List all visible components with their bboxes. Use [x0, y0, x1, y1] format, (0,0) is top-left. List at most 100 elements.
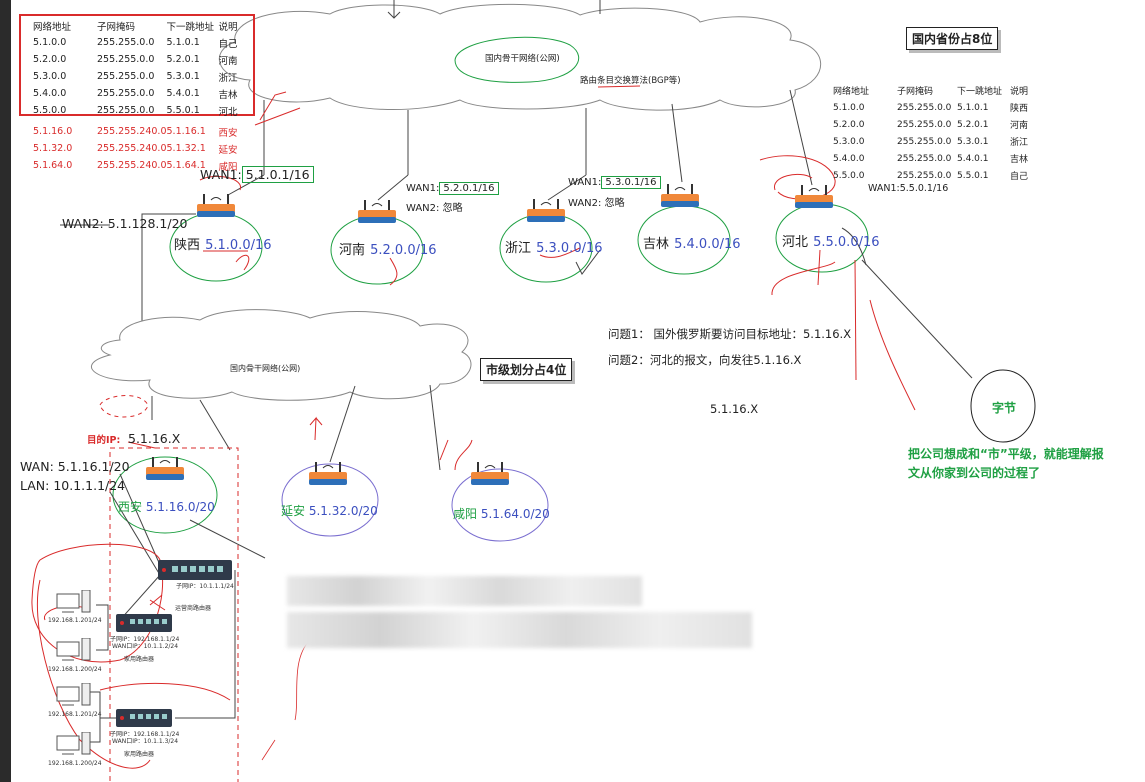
table-cell: 延安: [218, 144, 238, 156]
blurred-region-1: [287, 576, 642, 606]
router-icon: [358, 200, 396, 223]
router-jilin[interactable]: [660, 182, 700, 210]
wan1-label: WAN1:: [568, 177, 602, 188]
city-xian: 西安 5.1.16.0/20: [118, 498, 215, 515]
computer-icon: [56, 637, 91, 661]
province-shaanxi: 陕西 5.1.0.0/16: [174, 234, 272, 253]
column-header: 说明: [1010, 87, 1029, 97]
table-cell: 255.255.0.0: [897, 102, 952, 113]
province-jilin: 吉林 5.4.0.0/16: [643, 233, 741, 252]
table-cell: 5.2.0.1: [166, 54, 200, 65]
table-cell: 5.2.0.0: [33, 54, 67, 65]
router-icon: [197, 194, 235, 217]
table-row: 5.1.32.0 255.255.240.0 5.1.32.1 延安: [33, 141, 238, 158]
province-name: 浙江: [505, 241, 532, 256]
city-net: 5.1.32.0/20: [308, 504, 378, 518]
table-row: 5.1.64.0 255.255.240.0 5.1.64.1 咸阳: [33, 158, 238, 175]
column-header: 子网掩码: [897, 87, 934, 97]
table-cell: 5.5.0.1: [957, 170, 989, 181]
wan1-label: WAN1:: [406, 183, 440, 194]
city-name: 延安: [281, 504, 306, 518]
table-cell: 5.1.0.0: [833, 102, 865, 113]
hebei-wan1: WAN1:5.5.0.1/16: [868, 183, 949, 194]
city-title: 市级划分占4位: [480, 358, 573, 381]
table-cell: 浙江: [218, 72, 238, 84]
pc-3[interactable]: [56, 682, 92, 713]
home-router-2[interactable]: [116, 709, 172, 727]
table-cell: 5.3.0.1: [957, 136, 989, 147]
table-cell: 255.255.0.0: [97, 54, 155, 65]
table-cell: 255.255.0.0: [897, 136, 952, 147]
table-header-row: 网络地址 子网掩码 下一跳地址 说明: [33, 18, 238, 35]
table-row: 5.3.0.0 255.255.0.0 5.3.0.1 浙江: [833, 134, 1028, 151]
top-cloud: [218, 3, 822, 111]
table-cell: 自己: [1010, 172, 1029, 182]
router-zhejiang[interactable]: [526, 197, 566, 225]
table-cell: 5.1.16.1: [166, 126, 206, 137]
table-cell: 255.255.0.0: [897, 153, 952, 164]
city-cloud: [90, 309, 472, 401]
router-yanan[interactable]: [308, 460, 348, 488]
computer-icon: [56, 731, 91, 755]
table-cell: 河南: [218, 55, 238, 67]
column-header: 下一跳地址: [166, 21, 215, 33]
pc-1-ip: 192.168.1.201/24: [48, 617, 102, 624]
routing-table-right: 网络地址 子网掩码 下一跳地址 说明 5.1.0.0 255.255.0.0 5…: [833, 83, 1028, 185]
pc-1[interactable]: [56, 589, 92, 620]
top-cloud-label: 国内骨干网络(公网): [485, 54, 560, 64]
xian-wan: WAN: 5.1.16.1/20: [20, 459, 130, 474]
table-cell: 5.1.64.1: [166, 160, 206, 171]
table-header-row: 网络地址 子网掩码 下一跳地址 说明: [833, 83, 1028, 100]
table-cell: 5.3.0.1: [166, 71, 200, 82]
wan1-label: WAN1:: [200, 167, 242, 182]
pc-4[interactable]: [56, 731, 92, 762]
column-header: 网络地址: [833, 87, 870, 97]
shaanxi-wan2: WAN2: 5.1.128.1/20: [62, 216, 188, 231]
table-cell: 咸阳: [218, 161, 238, 173]
table-cell: 5.1.64.0: [33, 160, 73, 171]
note-line-2: 文从你家到公司的过程了: [908, 466, 1041, 480]
question-1: 问题1： 国外俄罗斯要访问目标地址：5.1.16.X: [608, 327, 852, 341]
home-router-2-wan: WAN口IP：10.1.1.3/24: [112, 738, 179, 745]
switch-ports-icon: [162, 566, 223, 572]
table-cell: 吉林: [1010, 155, 1029, 165]
router-xian[interactable]: [145, 455, 185, 483]
core-switch[interactable]: [158, 560, 232, 580]
router-ports-icon: [120, 619, 167, 625]
city-yanan: 延安 5.1.32.0/20: [281, 502, 378, 519]
router-shaanxi[interactable]: [196, 192, 236, 220]
router-henan[interactable]: [357, 198, 397, 226]
home-router-1[interactable]: [116, 614, 172, 632]
router-icon: [309, 462, 347, 485]
xian-lan: LAN: 10.1.1.1/24: [20, 478, 126, 493]
table-cell: 5.4.0.0: [833, 153, 865, 164]
table-cell: 5.1.0.1: [166, 37, 200, 48]
table-cell: 吉林: [218, 89, 238, 101]
table-cell: 5.2.0.0: [833, 119, 865, 130]
table-cell: 255.255.0.0: [897, 119, 952, 130]
router-hebei[interactable]: [794, 183, 834, 211]
table-cell: 5.1.16.0: [33, 126, 73, 137]
wan1-ip-box: 5.3.0.1/16: [601, 176, 661, 189]
shaanxi-wan1: WAN1:5.1.0.1/16: [200, 166, 314, 183]
table-cell: 5.4.0.0: [33, 88, 67, 99]
province-hebei: 河北 5.5.0.0/16: [782, 231, 880, 250]
table-cell: 5.1.0.0: [33, 37, 67, 48]
city-net: 5.1.16.0/20: [145, 500, 215, 514]
city-net: 5.1.64.0/20: [480, 507, 550, 521]
computer-icon: [56, 589, 91, 613]
home-router-1-label: 家用路由器: [124, 656, 155, 663]
router-xianyang[interactable]: [470, 460, 510, 488]
table-cell: 5.5.0.0: [833, 170, 865, 181]
table-cell: 5.3.0.0: [833, 136, 865, 147]
province-zhejiang: 浙江 5.3.0.0/16: [505, 237, 603, 256]
table-cell: 5.4.0.1: [166, 88, 200, 99]
zhejiang-wan2: WAN2: 忽略: [568, 198, 625, 209]
province-net: 5.3.0.0/16: [536, 241, 603, 256]
target-address: 5.1.16.X: [710, 402, 759, 416]
pc-3-ip: 192.168.1.201/24: [48, 711, 102, 718]
pc-2[interactable]: [56, 637, 92, 668]
table-cell: 5.5.0.0: [33, 105, 67, 116]
province-net: 5.1.0.0/16: [205, 238, 272, 253]
home-router-1-subnet: 子网IP：192.168.1.1/24: [110, 636, 180, 643]
